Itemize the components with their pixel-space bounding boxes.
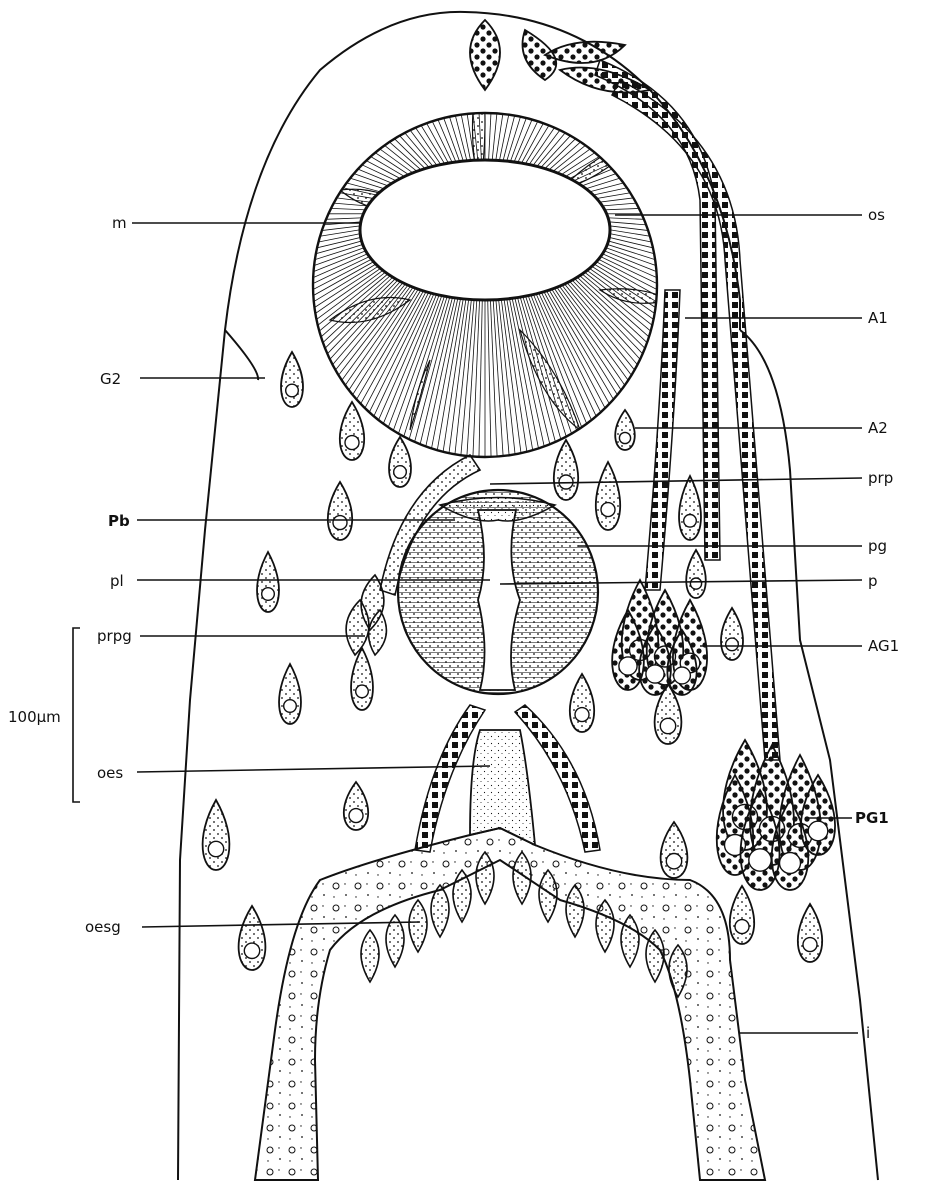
label-os: os — [868, 206, 885, 224]
scale-bar: 100µm — [8, 628, 80, 802]
ag1-cell-nucleus — [674, 667, 691, 684]
g2-cell-nucleus — [394, 466, 407, 479]
pg1-gland-cluster — [717, 740, 835, 890]
g2-cell-nucleus — [803, 938, 817, 952]
g2-cell-nucleus — [356, 685, 369, 698]
g2-cell — [389, 437, 411, 487]
g2-cell-nucleus — [619, 432, 630, 443]
label-m: m — [112, 214, 127, 232]
g2-cell — [239, 906, 266, 970]
label-pg1: PG1 — [855, 809, 889, 827]
g2-cell — [203, 800, 230, 870]
g2-cell — [340, 402, 364, 460]
ag1-cell-nucleus — [646, 665, 664, 683]
g2-cell — [798, 904, 822, 962]
g2-cell-nucleus — [284, 700, 297, 713]
label-a2: A2 — [868, 419, 888, 437]
pg1-cell-nucleus — [808, 821, 828, 841]
pg1-cell-nucleus — [749, 849, 771, 871]
g2-cell-nucleus — [345, 436, 359, 450]
oral-sucker — [310, 60, 670, 460]
label-a1: A1 — [868, 309, 888, 327]
label-oesg: oesg — [85, 918, 121, 936]
ag1-cell-nucleus — [619, 657, 637, 675]
g2-cell-nucleus — [726, 638, 739, 651]
g2-cell-nucleus — [666, 854, 681, 869]
label-prp: prp — [868, 469, 893, 487]
g2-cell — [721, 608, 743, 660]
g2-cell-nucleus — [333, 516, 347, 530]
label-pl: pl — [110, 572, 124, 590]
g2-cell-nucleus — [690, 578, 701, 589]
label-g2: G2 — [100, 370, 121, 388]
g2-cell — [328, 482, 352, 540]
g2-cell-nucleus — [286, 384, 299, 397]
g2-cell — [686, 550, 705, 598]
g2-cell-nucleus — [684, 515, 697, 528]
g2-cell-nucleus — [244, 943, 259, 958]
label-prpg: prpg — [97, 627, 132, 645]
intestine — [255, 730, 765, 1180]
g2-cell-nucleus — [735, 920, 749, 934]
g2-cell — [679, 476, 701, 540]
g2-cell — [257, 552, 279, 612]
g2-cell — [281, 352, 303, 407]
label-oes: oes — [97, 764, 123, 782]
g2-cell-nucleus — [262, 588, 275, 601]
g2-cell-nucleus — [601, 503, 615, 517]
g2-cell-nucleus — [660, 718, 675, 733]
g2-cell — [570, 674, 594, 732]
g2-cell — [730, 886, 754, 944]
label-pb: Pb — [108, 512, 130, 530]
pg1-cell-nucleus — [780, 853, 801, 874]
g2-cell — [596, 462, 620, 530]
g2-cell-nucleus — [208, 841, 223, 856]
g2-cell — [351, 648, 373, 710]
g2-cell — [554, 440, 578, 500]
g2-cell-nucleus — [575, 708, 589, 722]
label-i: i — [866, 1024, 870, 1042]
g2-cell — [279, 664, 301, 724]
scale-bar-label: 100µm — [8, 708, 61, 726]
g2-cell-nucleus — [349, 809, 363, 823]
label-ag1: AG1 — [868, 637, 899, 655]
label-pg: pg — [868, 537, 887, 555]
label-p: p — [868, 572, 878, 590]
